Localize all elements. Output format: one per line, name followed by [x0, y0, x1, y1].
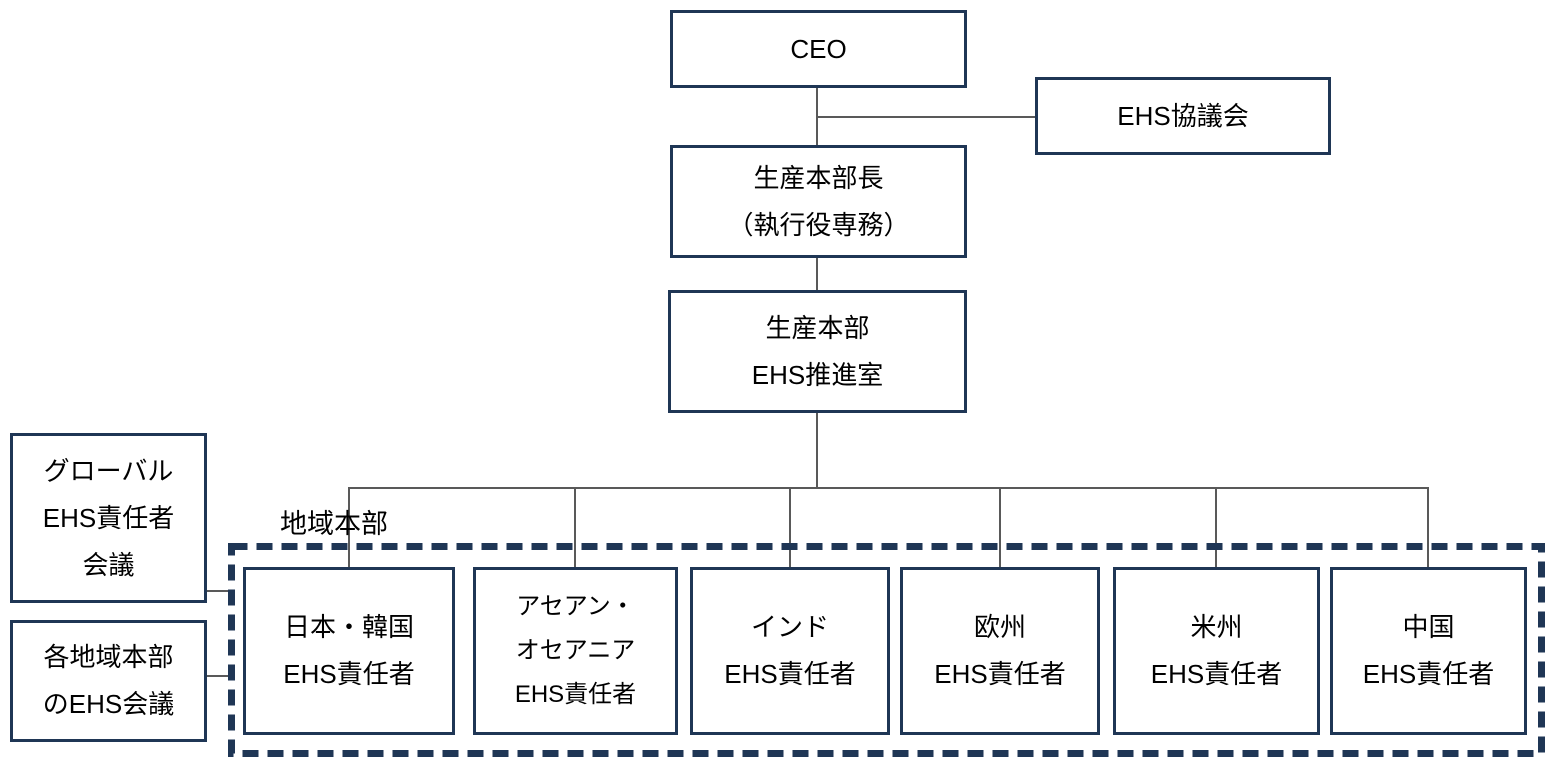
ehs-promotion-office-line2: EHS推進室	[751, 359, 884, 390]
ehs-council-label: EHS協議会	[1117, 100, 1249, 131]
connector-regional-meetings-to-group	[207, 675, 231, 677]
distribution-line	[348, 487, 1428, 489]
region-box-americas: 米州 EHS責任者	[1113, 567, 1320, 735]
connector-ceo-to-production-director	[816, 88, 818, 145]
region-china-role: EHS責任者	[1362, 659, 1495, 689]
ehs-promotion-office-box: 生産本部 EHS推進室	[668, 290, 967, 413]
region-india-role: EHS責任者	[724, 659, 856, 689]
region-europe-name: 欧州	[973, 612, 1026, 642]
region-asean-oceania-role: EHS責任者	[514, 681, 637, 708]
region-box-europe: 欧州 EHS責任者	[900, 567, 1100, 735]
drop-line-asean-oceania	[574, 487, 576, 567]
drop-line-india	[789, 487, 791, 567]
region-europe-role: EHS責任者	[934, 659, 1066, 689]
region-box-asean-oceania: アセアン・ オセアニア EHS責任者	[473, 567, 678, 735]
region-box-japan-korea: 日本・韓国 EHS責任者	[243, 567, 455, 735]
ehs-council-box: EHS協議会	[1035, 77, 1331, 155]
region-box-india: インド EHS責任者	[690, 567, 890, 735]
region-india-name: インド	[750, 612, 829, 642]
drop-line-japan-korea	[348, 487, 350, 567]
global-meeting-line1: グローバル	[43, 455, 174, 486]
region-japan-korea-role: EHS責任者	[283, 659, 415, 689]
ceo-label: CEO	[790, 33, 847, 64]
ceo-box: CEO	[670, 10, 967, 88]
region-asean-oceania-name2: オセアニア	[515, 637, 636, 664]
production-director-box: 生産本部長 （執行役専務）	[670, 145, 967, 258]
drop-line-americas	[1215, 487, 1217, 567]
production-director-subtitle: （執行役専務）	[727, 209, 910, 240]
global-meeting-line2: EHS責任者	[42, 502, 175, 533]
connector-to-ehs-council	[817, 116, 1035, 118]
region-japan-korea-name: 日本・韓国	[283, 612, 414, 642]
region-china-name: 中国	[1402, 612, 1455, 642]
global-ehs-managers-meeting-box: グローバル EHS責任者 会議	[10, 433, 207, 603]
connector-global-meeting-to-group	[207, 590, 231, 592]
global-meeting-line3: 会議	[82, 549, 135, 580]
region-asean-oceania-name1: アセアン・	[516, 593, 635, 620]
connector-office-to-distribution-line	[816, 413, 818, 488]
ehs-promotion-office-line1: 生産本部	[765, 312, 870, 343]
regional-ehs-meetings-box: 各地域本部 のEHS会議	[10, 620, 207, 742]
region-box-china: 中国 EHS責任者	[1330, 567, 1527, 735]
region-americas-role: EHS責任者	[1150, 659, 1283, 689]
connector-production-director-to-office	[816, 258, 818, 290]
region-americas-name: 米州	[1190, 612, 1243, 642]
regional-hq-group-label: 地域本部	[280, 509, 388, 539]
regional-meetings-line2: のEHS会議	[42, 689, 175, 719]
drop-line-china	[1427, 487, 1429, 567]
production-director-title: 生産本部長	[753, 162, 884, 193]
drop-line-europe	[999, 487, 1001, 567]
regional-meetings-line1: 各地域本部	[43, 642, 174, 672]
